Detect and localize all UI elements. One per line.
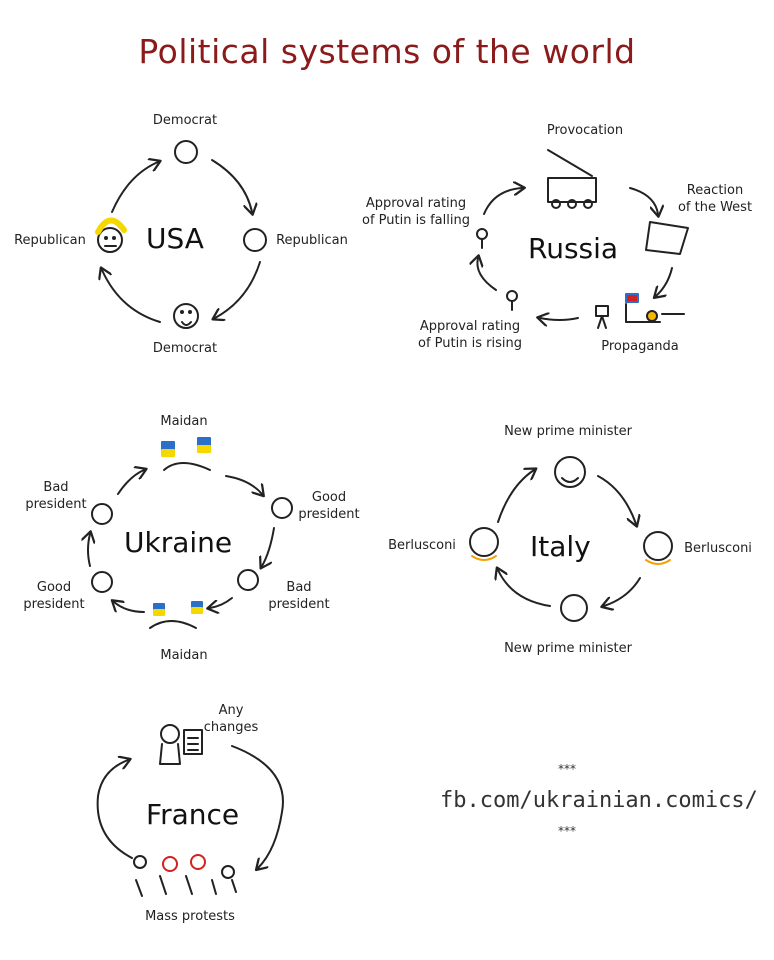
usa-country-name: USA: [146, 222, 204, 255]
ukraine-cycle-arrows: [88, 470, 275, 612]
russia-label-rating-falling: Approval rating of Putin is falling: [362, 196, 470, 228]
usa-label-republican-left: Republican: [14, 233, 86, 248]
usa-cycle-arrows: [102, 160, 261, 323]
page-title: Political systems of the world: [138, 32, 636, 71]
ukraine-figures: [91, 437, 293, 629]
ukraine-label-bad-president-right: Bad president: [268, 580, 330, 612]
ukraine-label-maidan-bottom: Maidan: [160, 648, 208, 663]
russia-label-propaganda: Propaganda: [601, 339, 679, 354]
russia-cycle-arrows: [477, 188, 673, 320]
source-stars-bottom: ***: [558, 824, 576, 838]
france-label-mass-protests: Mass protests: [145, 909, 235, 924]
italy-country-name: Italy: [530, 530, 591, 563]
france-label-any-changes: Any changes: [203, 703, 259, 735]
truck-icon: [547, 177, 597, 203]
document-icon: [645, 221, 689, 255]
france-cycle-arrows: [96, 745, 284, 868]
france-figures: [133, 724, 237, 897]
russia-country-name: Russia: [528, 232, 619, 265]
italy-label-new-pm-top: New prime minister: [504, 424, 632, 439]
russia-label-provocation: Provocation: [546, 123, 624, 138]
russia-label-rating-rising: Approval rating of Putin is rising: [418, 319, 522, 351]
italy-faces: [469, 456, 673, 622]
italy-label-new-pm-bottom: New prime minister: [504, 641, 632, 656]
usa-faces: [95, 140, 267, 329]
usa-label-democrat-bottom: Democrat: [152, 341, 218, 356]
usa-label-democrat-top: Democrat: [152, 113, 218, 128]
ukraine-label-bad-president-left: Bad president: [25, 480, 87, 512]
ukraine-label-good-president-left: Good president: [23, 580, 85, 612]
italy-cycle-arrows: [498, 470, 641, 606]
source-link[interactable]: fb.com/ukrainian.comics/: [440, 788, 758, 813]
ukraine-label-good-president-right: Good president: [298, 490, 360, 522]
france-country-name: France: [146, 798, 240, 831]
source-stars-top: ***: [558, 762, 576, 776]
usa-label-republican-right: Republican: [276, 233, 348, 248]
italy-label-berlusconi-left: Berlusconi: [388, 538, 456, 553]
russia-figures: [476, 149, 689, 329]
ukraine-country-name: Ukraine: [124, 526, 233, 559]
ukraine-label-maidan-top: Maidan: [160, 414, 208, 429]
italy-label-berlusconi-right: Berlusconi: [684, 541, 752, 556]
russia-label-reaction-of-the-west: Reaction of the West: [677, 183, 753, 215]
